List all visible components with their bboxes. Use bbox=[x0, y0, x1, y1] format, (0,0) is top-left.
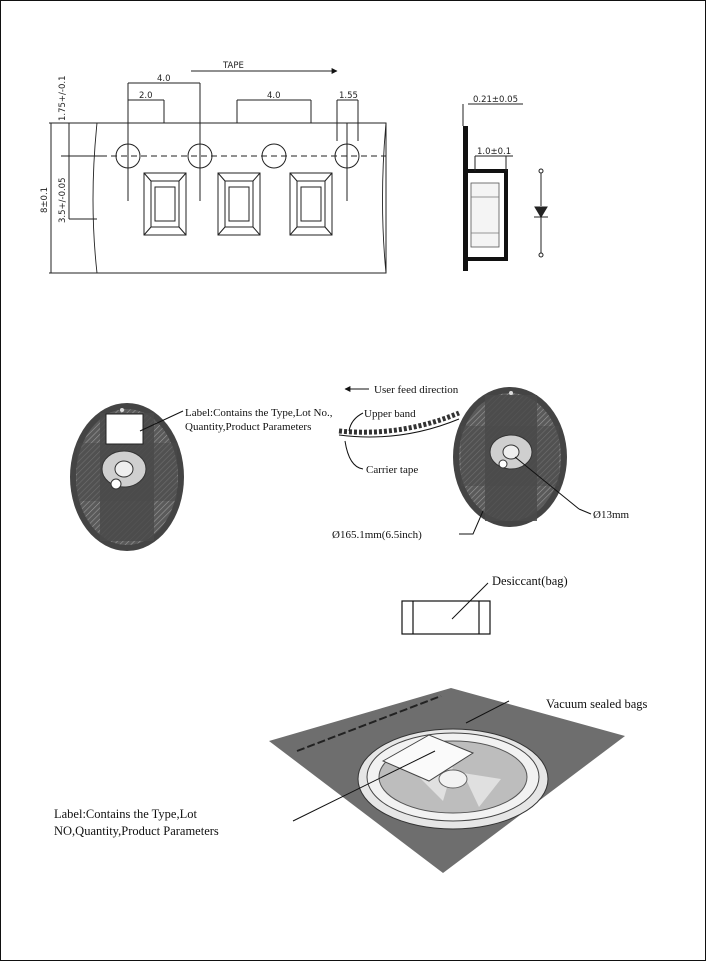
tape-pocket bbox=[143, 172, 187, 236]
reel-label-callout-line2: Quantity,Product Parameters bbox=[185, 421, 311, 433]
dim-depth: 1.0±0.1 bbox=[477, 147, 511, 157]
dim-edge: 1.75+/-0.1 bbox=[58, 76, 68, 122]
vacuum-bag-label: Vacuum sealed bags bbox=[546, 697, 647, 711]
desiccant-bag bbox=[401, 600, 491, 635]
dim-center: 3.5+/-0.05 bbox=[58, 178, 68, 224]
vacuum-sealed-bag bbox=[269, 688, 625, 873]
reel-label-callout-line1: Label:Contains the Type,Lot No., bbox=[185, 407, 333, 419]
dim-half-pitch: 2.0 bbox=[139, 91, 153, 101]
dim-thickness: 0.21±0.05 bbox=[473, 95, 518, 105]
bag-label-callout-line1: Label:Contains the Type,Lot bbox=[54, 807, 197, 821]
side-view: 0.21±0.05 1.0±0.1 bbox=[462, 95, 523, 271]
diode-icon bbox=[534, 168, 548, 258]
dim-pitch-top: 4.0 bbox=[157, 74, 171, 84]
bag-label-callout-line2: NO,Quantity,Product Parameters bbox=[54, 824, 219, 838]
reel-front bbox=[70, 403, 184, 551]
dim-pitch-right: 4.0 bbox=[267, 91, 281, 101]
tape-dimensions: 4.0 2.0 4.0 1.55 TAPE 1.75+/-0.1 8±0.1 3… bbox=[40, 61, 358, 223]
tape-drawing bbox=[49, 68, 387, 274]
tape-pocket bbox=[217, 172, 261, 236]
tape-label: TAPE bbox=[222, 61, 244, 71]
dim-hole: 1.55 bbox=[339, 91, 358, 101]
upper-band-label: Upper band bbox=[364, 408, 416, 420]
carrier-tape-label: Carrier tape bbox=[366, 464, 418, 476]
tape-pocket bbox=[289, 172, 333, 236]
feed-direction-label: User feed direction bbox=[374, 384, 459, 396]
sprocket-hole bbox=[261, 143, 287, 169]
reel-diameter-label: Ø165.1mm(6.5inch) bbox=[332, 529, 422, 541]
hub-diameter-label: Ø13mm bbox=[593, 509, 630, 521]
dim-width: 8±0.1 bbox=[40, 187, 50, 213]
desiccant-label: Desiccant(bag) bbox=[492, 574, 568, 588]
reel-with-tape bbox=[453, 387, 567, 527]
